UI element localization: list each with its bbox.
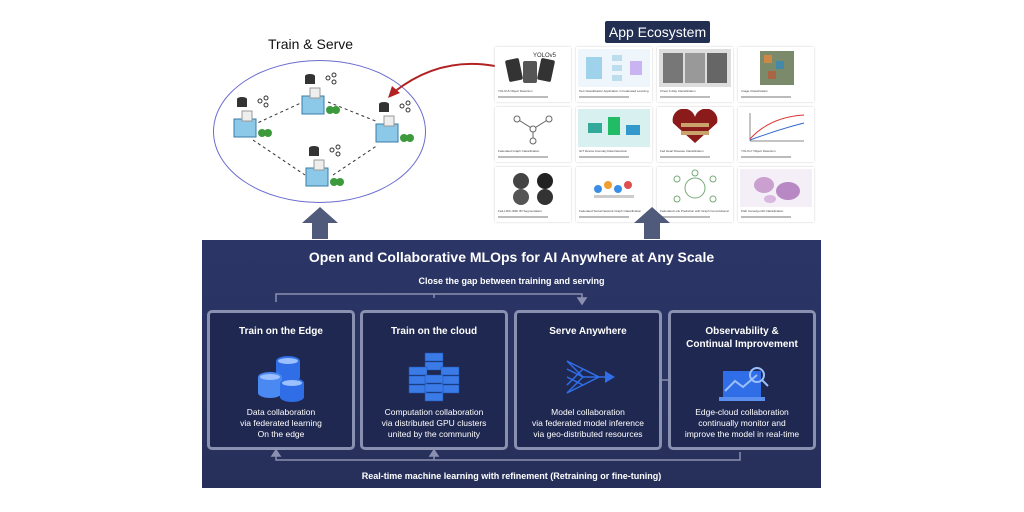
up-arrow-icon (634, 207, 670, 239)
app-card-meta (660, 156, 710, 158)
yolov7-thumbnail-icon (740, 109, 812, 147)
train-cloud-card: Train on the cloud Computation collabora… (360, 310, 508, 450)
graph-classification-thumbnail-icon (497, 109, 569, 147)
card-desc-line: continually monitor and (698, 418, 786, 428)
card-desc-line: via federated learning (240, 418, 322, 428)
app-card-caption: YOLOv5 Object Detection (498, 89, 533, 93)
mlops-panel: Open and Collaborative MLOps for AI Anyw… (202, 240, 821, 488)
card-title: Train on the cloud (390, 326, 478, 337)
app-card[interactable]: Chest X-Ray Classification (657, 47, 733, 102)
app-card-caption: YOLOv7 Object Detection (741, 149, 776, 153)
app-card[interactable]: IIoT Device Anomaly Data Detection (576, 107, 652, 162)
realtime-refinement-label: Real-time machine learning with refineme… (361, 471, 662, 481)
app-card-meta (660, 216, 710, 218)
card-desc-line: Edge-cloud collaboration (695, 407, 789, 417)
deploy-arrow-icon (388, 62, 496, 98)
yolo-thumbnail-icon: YOLOv5 (497, 49, 569, 87)
app-card[interactable]: YOLOv7 Object Detection (738, 107, 814, 162)
svg-text:YOLOv5: YOLOv5 (533, 53, 557, 59)
text-classification-thumbnail-icon (578, 49, 650, 87)
iot-anomaly-thumbnail-icon (578, 109, 650, 147)
app-card-meta (660, 96, 710, 98)
card-desc-line: via federated model inference (532, 418, 644, 428)
card-description: Model collaboration via federated model … (517, 407, 659, 440)
app-card-caption: Federated Link Prediction with Graph Con… (660, 209, 729, 213)
app-card[interactable]: Federated Link Prediction with Graph Con… (657, 167, 733, 222)
card-title: Serve Anywhere (549, 326, 627, 337)
app-card[interactable]: Federated Graph Classification (495, 107, 571, 162)
heart-disease-thumbnail-icon (659, 109, 731, 147)
card-desc-line: Data collaboration (246, 407, 316, 417)
observability-card: Observability & Continual Improvement Ed… (668, 310, 816, 450)
app-card[interactable]: Fed-LIDC-IDRI 3D Segmentation (495, 167, 571, 222)
image-classification-thumbnail-icon (740, 49, 812, 87)
card-title: Observability & Continual Improvement (671, 325, 813, 351)
camelyon-thumbnail-icon (740, 169, 812, 207)
app-card-meta (741, 96, 791, 98)
card-desc-line: Computation collaboration (384, 407, 484, 417)
app-card-caption: IIoT Device Anomaly Data Detection (579, 149, 628, 153)
app-card[interactable]: YOLOv5 YOLOv5 Object Detection (495, 47, 571, 102)
app-card-caption: Image Classification (741, 89, 768, 93)
social-network-thumbnail-icon (578, 169, 650, 207)
app-card-caption: Fed Heart Disease Classification (660, 149, 704, 153)
app-card-caption: Path Camelyon16 Classification (741, 209, 784, 213)
hospital-node-icon (305, 144, 344, 187)
link-prediction-thumbnail-icon (659, 169, 731, 207)
hospital-node-icon (375, 100, 414, 143)
app-card[interactable]: Federated Social Network Graph Classific… (576, 167, 652, 222)
up-arrow-icon (302, 207, 338, 239)
hospital-node-icon (233, 95, 272, 138)
card-desc-line: via geo-distributed resources (533, 429, 643, 439)
card-desc-line: Model collaboration (551, 407, 625, 417)
card-desc-line: On the edge (257, 429, 305, 439)
lidc-segmentation-thumbnail-icon (497, 169, 569, 207)
app-card-meta (579, 96, 629, 98)
app-card[interactable]: Image Classification (738, 47, 814, 102)
app-card-meta (498, 156, 548, 158)
app-card[interactable]: Fed Heart Disease Classification (657, 107, 733, 162)
train-edge-card: Train on the Edge Data collaboration via… (207, 310, 355, 450)
panel-title: Open and Collaborative MLOps for AI Anyw… (308, 249, 715, 265)
app-card[interactable]: Path Camelyon16 Classification (738, 167, 814, 222)
app-card-meta (498, 216, 548, 218)
card-description: Data collaboration via federated learnin… (210, 407, 352, 440)
app-card-meta (498, 96, 548, 98)
card-description: Edge-cloud collaboration continually mon… (671, 407, 813, 440)
server-cluster-icon (408, 352, 460, 402)
card-title: Train on the Edge (239, 326, 323, 337)
federation-ellipse (213, 60, 426, 203)
app-card-meta (741, 156, 791, 158)
database-stack-icon (258, 356, 304, 402)
app-card-meta (741, 216, 791, 218)
train-serve-title: Train & Serve (268, 36, 354, 52)
app-card[interactable]: Text Classification Application in Feder… (576, 47, 652, 102)
app-ecosystem-title: App Ecosystem (605, 21, 710, 43)
app-card-meta (579, 156, 629, 158)
serve-anywhere-card: Serve Anywhere Model collaboration via f… (514, 310, 662, 450)
neural-network-icon (566, 360, 615, 394)
app-card-caption: Chest X-Ray Classification (660, 89, 696, 93)
app-card-caption: Fed-LIDC-IDRI 3D Segmentation (498, 209, 543, 213)
monitor-dashboard-icon (719, 367, 769, 401)
card-desc-line: improve the model in real-time (684, 429, 800, 439)
hospital-node-icon (301, 72, 340, 115)
app-card-meta (579, 216, 629, 218)
card-title-line: Observability & (705, 326, 779, 337)
card-desc-line: united by the community (387, 429, 481, 439)
close-gap-label: Close the gap between training and servi… (418, 276, 605, 286)
app-ecosystem-grid: YOLOv5 YOLOv5 Object Detection Text Clas… (489, 47, 819, 222)
card-desc-line: via distributed GPU clusters (381, 418, 487, 428)
chest-xray-thumbnail-icon (659, 49, 731, 87)
app-card-caption: Federated Graph Classification (498, 149, 540, 153)
card-description: Computation collaboration via distribute… (363, 407, 505, 440)
app-card-caption: Text Classification Application in Feder… (579, 89, 649, 93)
card-title-line: Continual Improvement (686, 339, 798, 350)
app-card-caption: Federated Social Network Graph Classific… (579, 209, 642, 213)
federation-network (252, 101, 379, 176)
